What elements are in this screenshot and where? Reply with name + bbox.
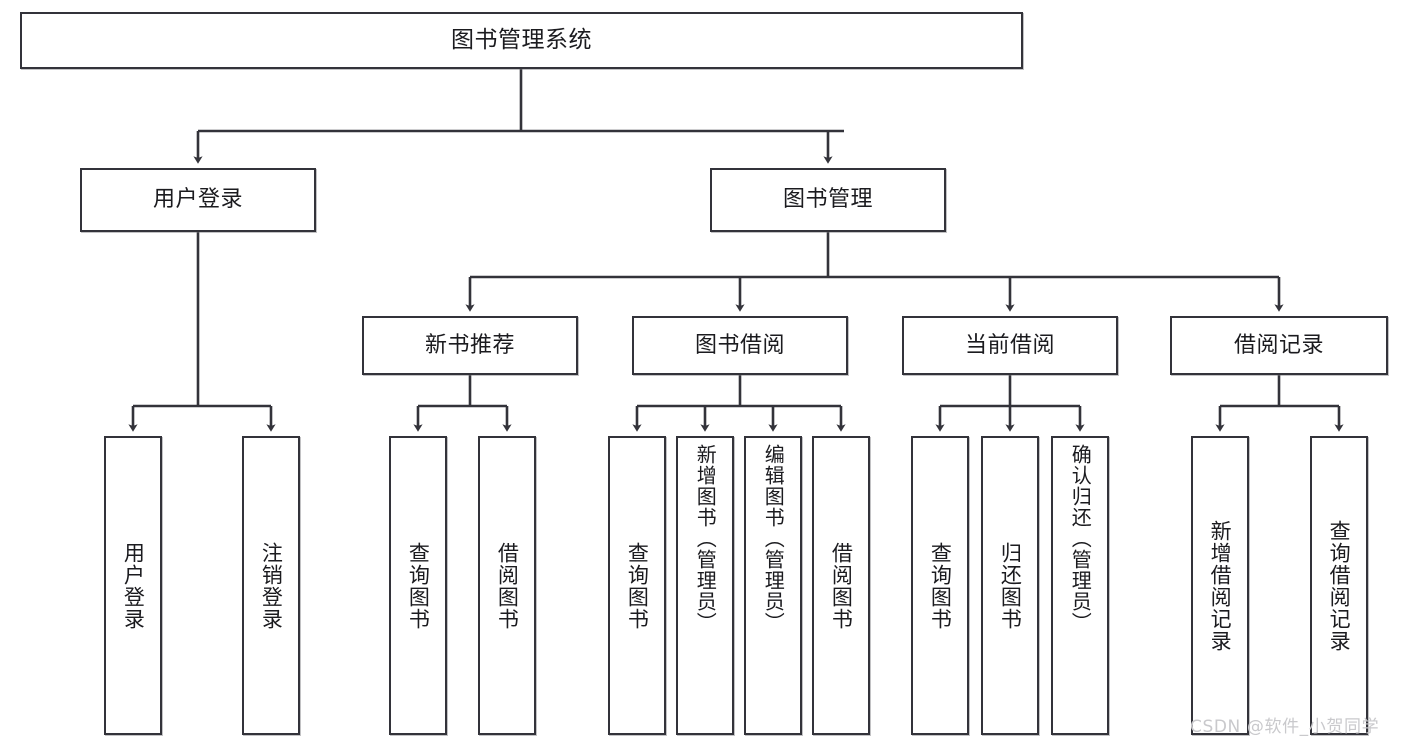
node-root-label: 图书管理系统	[451, 27, 592, 54]
node-root[interactable]: 图书管理系统	[20, 12, 1023, 69]
leaf-query-borrow-record-label: 查询借阅记录	[1327, 520, 1352, 652]
leaf-user-login[interactable]: 用户登录	[104, 436, 162, 735]
leaf-query-borrow-record[interactable]: 查询借阅记录	[1310, 436, 1368, 735]
leaf-borrow-book[interactable]: 借阅图书	[812, 436, 870, 735]
node-current-borrow-label: 当前借阅	[964, 332, 1055, 358]
leaf-logout-login[interactable]: 注销登录	[242, 436, 300, 735]
leaf-user-login-label: 用户登录	[121, 542, 146, 630]
leaf-query-book-borrow-label: 查询图书	[625, 542, 650, 630]
node-current-borrow[interactable]: 当前借阅	[902, 316, 1118, 375]
node-book-borrow[interactable]: 图书借阅	[632, 316, 848, 375]
leaf-return-book[interactable]: 归还图书	[981, 436, 1039, 735]
leaf-add-book-admin-label: 新增图书（管理员）	[693, 444, 718, 633]
leaf-add-book-admin[interactable]: 新增图书（管理员）	[676, 436, 734, 735]
node-book-borrow-label: 图书借阅	[694, 332, 785, 358]
leaf-borrow-book-new[interactable]: 借阅图书	[478, 436, 536, 735]
leaf-query-book-current-label: 查询图书	[928, 542, 953, 630]
node-borrow-records-label: 借阅记录	[1233, 332, 1324, 358]
leaf-borrow-book-new-label: 借阅图书	[495, 542, 520, 630]
leaf-return-book-label: 归还图书	[998, 542, 1023, 630]
leaf-logout-login-label: 注销登录	[259, 542, 284, 630]
leaf-confirm-return-admin[interactable]: 确认归还（管理员）	[1051, 436, 1109, 735]
watermark-text: CSDN @软件_小贺同学	[1190, 717, 1380, 737]
leaf-add-borrow-record-label: 新增借阅记录	[1208, 520, 1233, 652]
node-new-book-recommend[interactable]: 新书推荐	[362, 316, 578, 375]
leaf-add-borrow-record[interactable]: 新增借阅记录	[1191, 436, 1249, 735]
node-book-management[interactable]: 图书管理	[710, 168, 946, 232]
leaf-edit-book-admin-label: 编辑图书（管理员）	[761, 444, 786, 633]
node-book-management-label: 图书管理	[782, 187, 873, 213]
node-new-book-recommend-label: 新书推荐	[424, 332, 515, 358]
node-borrow-records[interactable]: 借阅记录	[1170, 316, 1388, 375]
leaf-confirm-return-admin-label: 确认归还（管理员）	[1068, 444, 1093, 633]
leaf-borrow-book-label: 借阅图书	[829, 542, 854, 630]
node-user-login[interactable]: 用户登录	[80, 168, 316, 232]
leaf-query-book-new-label: 查询图书	[406, 542, 431, 630]
leaf-edit-book-admin[interactable]: 编辑图书（管理员）	[744, 436, 802, 735]
leaf-query-book-borrow[interactable]: 查询图书	[608, 436, 666, 735]
node-user-login-label: 用户登录	[152, 187, 243, 213]
leaf-query-book-new[interactable]: 查询图书	[389, 436, 447, 735]
leaf-query-book-current[interactable]: 查询图书	[911, 436, 969, 735]
